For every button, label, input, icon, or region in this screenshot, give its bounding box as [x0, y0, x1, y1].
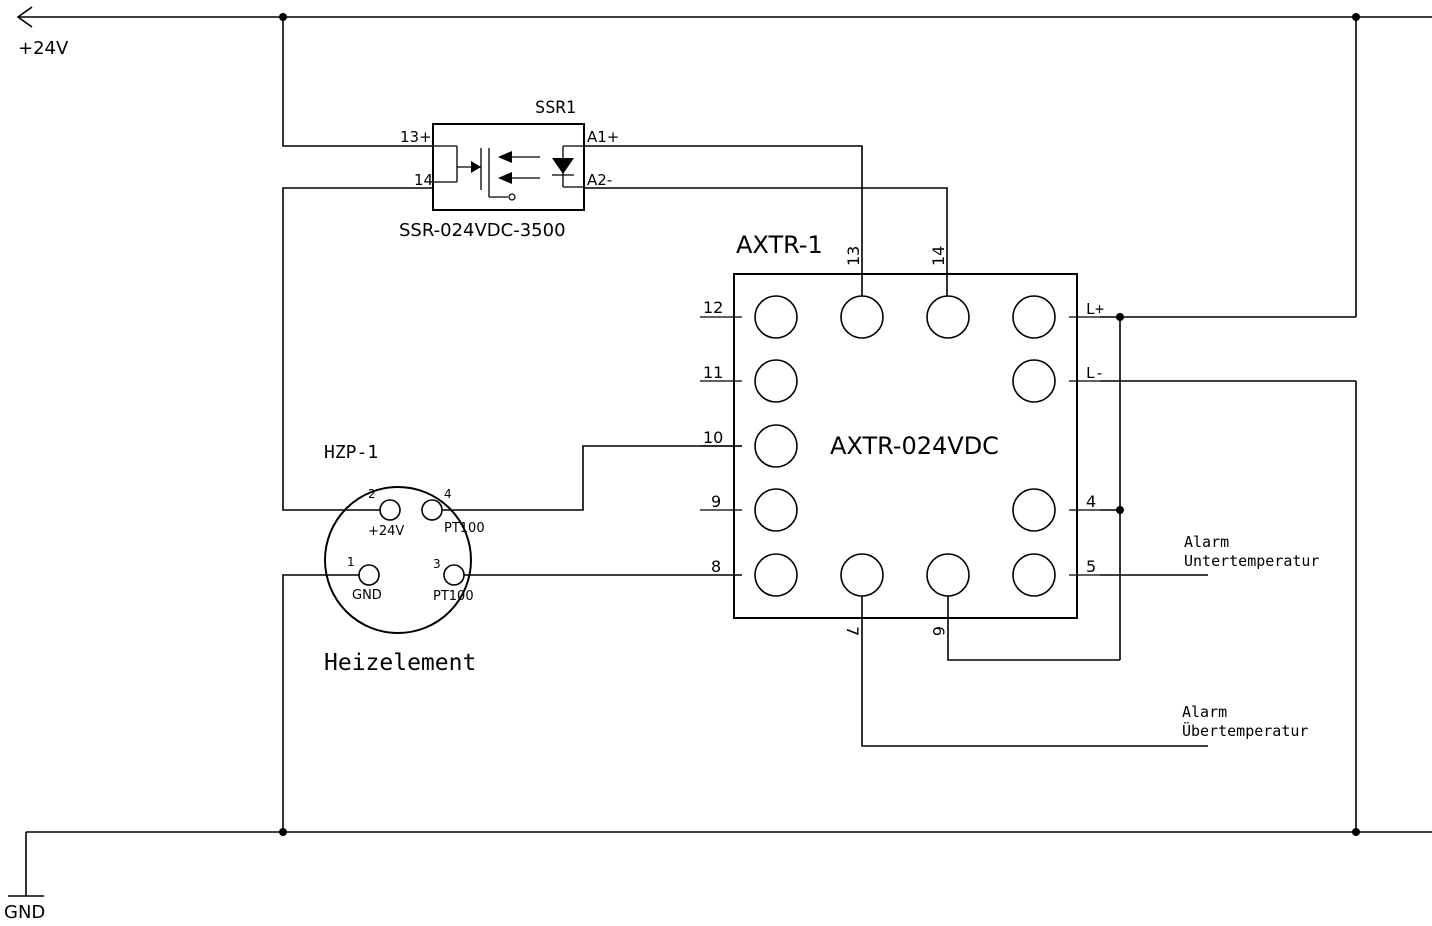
terminal-8 [754, 553, 798, 597]
axtr-pin-8: 8 [711, 557, 721, 576]
axtr-pin-14: 14 [929, 246, 948, 266]
wire-pin7-alarm-over [861, 596, 1208, 747]
heater-pin-2-label: +24V [368, 524, 404, 539]
alarm-under-line1: Alarm [1184, 533, 1229, 551]
heater-pin-4 [421, 499, 443, 521]
alarm-under-label: Alarm Untertemperatur [1184, 533, 1319, 570]
axtr-pin-6: 6 [929, 626, 948, 636]
ssr-pin-13: 13+ [400, 128, 432, 146]
terminal-14 [926, 295, 970, 339]
heater-pin-1-label: GND [352, 588, 382, 603]
axtr-pin-11: 11 [703, 363, 723, 382]
wire-supply-to-ssr13 [282, 17, 433, 147]
alarm-over-line2: Übertemperatur [1182, 721, 1308, 740]
wire-pin6 [947, 596, 1120, 661]
supply-rail: +24V [16, 6, 1432, 59]
terminal-13 [840, 295, 884, 339]
terminal-6 [926, 553, 970, 597]
alarm-over-line1: Alarm [1182, 703, 1227, 721]
wire-ssr-a1-to-axtr13 [584, 145, 863, 298]
heater-name: Heizelement [324, 650, 476, 676]
supply-arrow-icon [16, 6, 33, 28]
heater-pin-3-num: 3 [433, 557, 441, 571]
terminal-12 [754, 295, 798, 339]
heater-pin-2 [379, 499, 401, 521]
heater-pin-3-label: PT100 [433, 589, 474, 604]
ssr-relay: SSR1 SSR-024VDC-3500 13+ 14 A1+ A2- [399, 98, 619, 241]
axtr-ref: AXTR-1 [736, 231, 823, 259]
terminal-5 [1012, 553, 1056, 597]
axtr-part: AXTR-024VDC [830, 432, 999, 460]
wire-ssr-a2-to-axtr14 [584, 187, 948, 298]
axtr-pin-9: 9 [711, 492, 721, 511]
axtr-controller: AXTR-1 AXTR-024VDC 12 11 10 9 8 L+ L- [700, 231, 1104, 636]
ssr-pin-a2: A2- [587, 171, 612, 189]
axtr-pin-lminus: L- [1086, 364, 1104, 382]
led-diode-icon [552, 145, 584, 188]
wire-ssr14-to-heater2 [282, 187, 433, 511]
wire-heater1-to-ground [282, 574, 359, 832]
heater-ref: HZP-1 [324, 442, 378, 463]
heater-pin-4-num: 4 [444, 487, 452, 501]
ground-label: GND [4, 902, 45, 923]
heater-connector: HZP-1 Heizelement 2 +24V 4 PT100 1 GND 3… [324, 442, 485, 676]
mosfet-symbol-icon [433, 145, 516, 201]
ssr-part: SSR-024VDC-3500 [399, 220, 566, 241]
terminal-11 [754, 359, 798, 403]
heater-pin-4-label: PT100 [444, 521, 485, 536]
heater-pin-1 [358, 564, 380, 586]
terminal-lminus [1012, 359, 1056, 403]
ground-rail: GND [4, 828, 1432, 923]
heater-pin-2-num: 2 [368, 487, 376, 501]
axtr-pin-5: 5 [1086, 557, 1096, 576]
terminal-7 [840, 553, 884, 597]
axtr-pin-10: 10 [703, 428, 723, 447]
alarm-under-line2: Untertemperatur [1184, 552, 1319, 570]
axtr-pin-lplus: L+ [1086, 300, 1104, 318]
terminal-4 [1012, 488, 1056, 532]
ssr-pin-14: 14 [414, 171, 433, 189]
terminal-10 [754, 424, 798, 468]
terminal-9 [754, 488, 798, 532]
opto-arrows-icon [498, 151, 540, 184]
ssr-ref: SSR1 [535, 98, 576, 118]
heater-pin-1-num: 1 [347, 555, 355, 569]
wire-heater4-to-axtr10 [442, 445, 742, 511]
supply-label: +24V [18, 38, 69, 59]
axtr-pin-7: 7 [843, 626, 862, 636]
ssr-pin-a1: A1+ [587, 128, 619, 146]
terminal-lplus [1012, 295, 1056, 339]
alarm-over-label: Alarm Übertemperatur [1182, 703, 1308, 740]
heater-pin-3 [443, 564, 465, 586]
axtr-pin-12: 12 [703, 298, 723, 317]
axtr-pin-4: 4 [1086, 492, 1096, 511]
axtr-pin-13: 13 [844, 246, 863, 266]
